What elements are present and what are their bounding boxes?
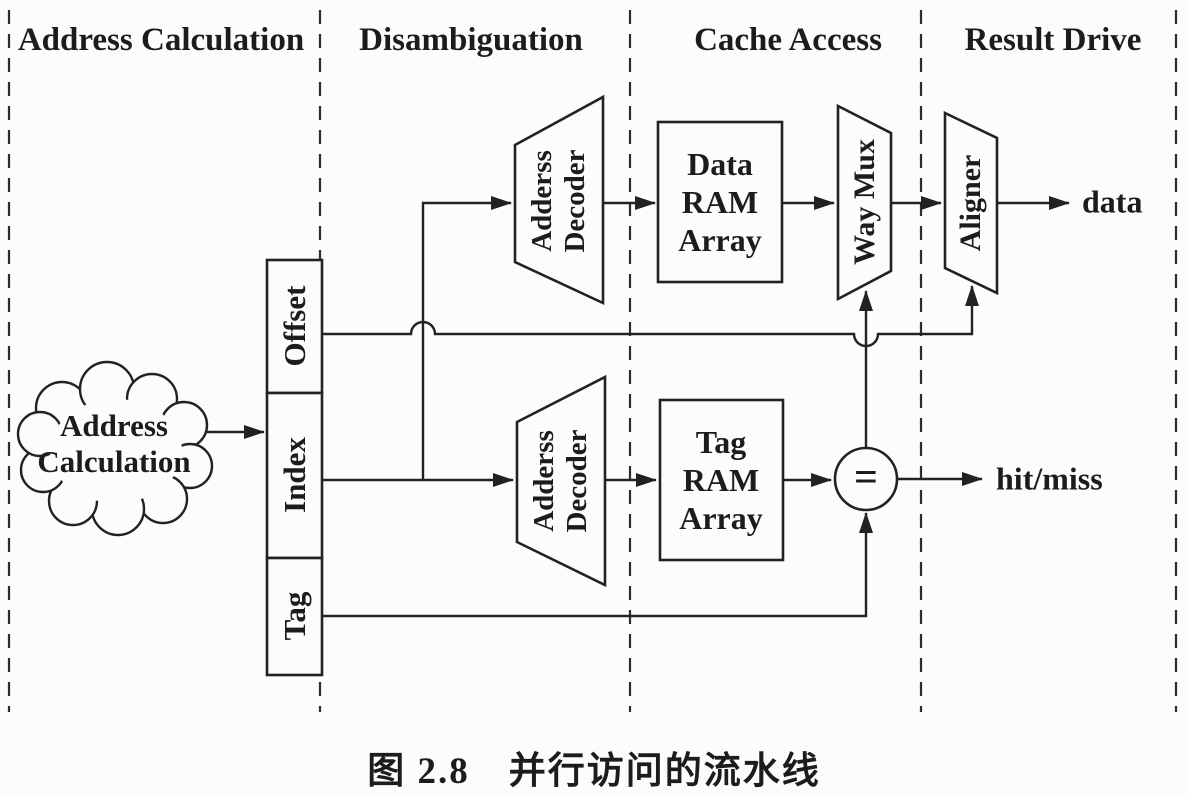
way-mux-label: Way Mux <box>848 139 881 265</box>
wire-tag-to-comparator <box>322 512 873 618</box>
upper-address-decoder-shape <box>513 94 605 306</box>
figure-caption: 图 2.8 并行访问的流水线 <box>367 751 821 792</box>
tag-comparator-label: = <box>854 455 878 501</box>
lower-address-decoder-label: Adderss Decoder <box>528 429 593 533</box>
stage-header-cache-access: Cache Access <box>694 22 882 58</box>
tag-ram-array-label: Tag RAM Array <box>679 424 763 536</box>
wire-offset-to-aligner <box>322 285 979 348</box>
address-calculation-cloud <box>16 360 214 537</box>
tag-comparator-shape <box>833 446 899 512</box>
stage-header-address-calculation: Address Calculation <box>17 22 305 58</box>
aligner-shape <box>943 110 999 296</box>
data-ram-array-label: Data RAM Array <box>678 146 762 258</box>
stage-header-disambiguation: Disambiguation <box>359 22 583 58</box>
register-index-label: Index <box>277 437 312 513</box>
register-index-field <box>265 391 324 560</box>
data-output-label: data <box>1082 183 1143 220</box>
register-offset-field <box>265 258 324 395</box>
lower-address-decoder-shape <box>515 374 607 588</box>
register-tag-field <box>265 556 324 677</box>
aligner-label: Aligner <box>954 154 987 252</box>
upper-address-decoder-label: Adderss Decoder <box>526 149 591 253</box>
register-tag-label: Tag <box>277 591 312 641</box>
stage-header-result-drive: Result Drive <box>964 22 1142 58</box>
register-offset-label: Offset <box>277 285 312 367</box>
hit-miss-output-label: hit/miss <box>996 460 1103 497</box>
cloud-label: Address Calculation <box>37 408 191 479</box>
data-ram-array-shape <box>656 120 784 284</box>
tag-ram-array-shape <box>658 398 785 562</box>
wire-index-to-upper-decoder <box>421 196 512 480</box>
way-mux-shape <box>836 103 893 302</box>
